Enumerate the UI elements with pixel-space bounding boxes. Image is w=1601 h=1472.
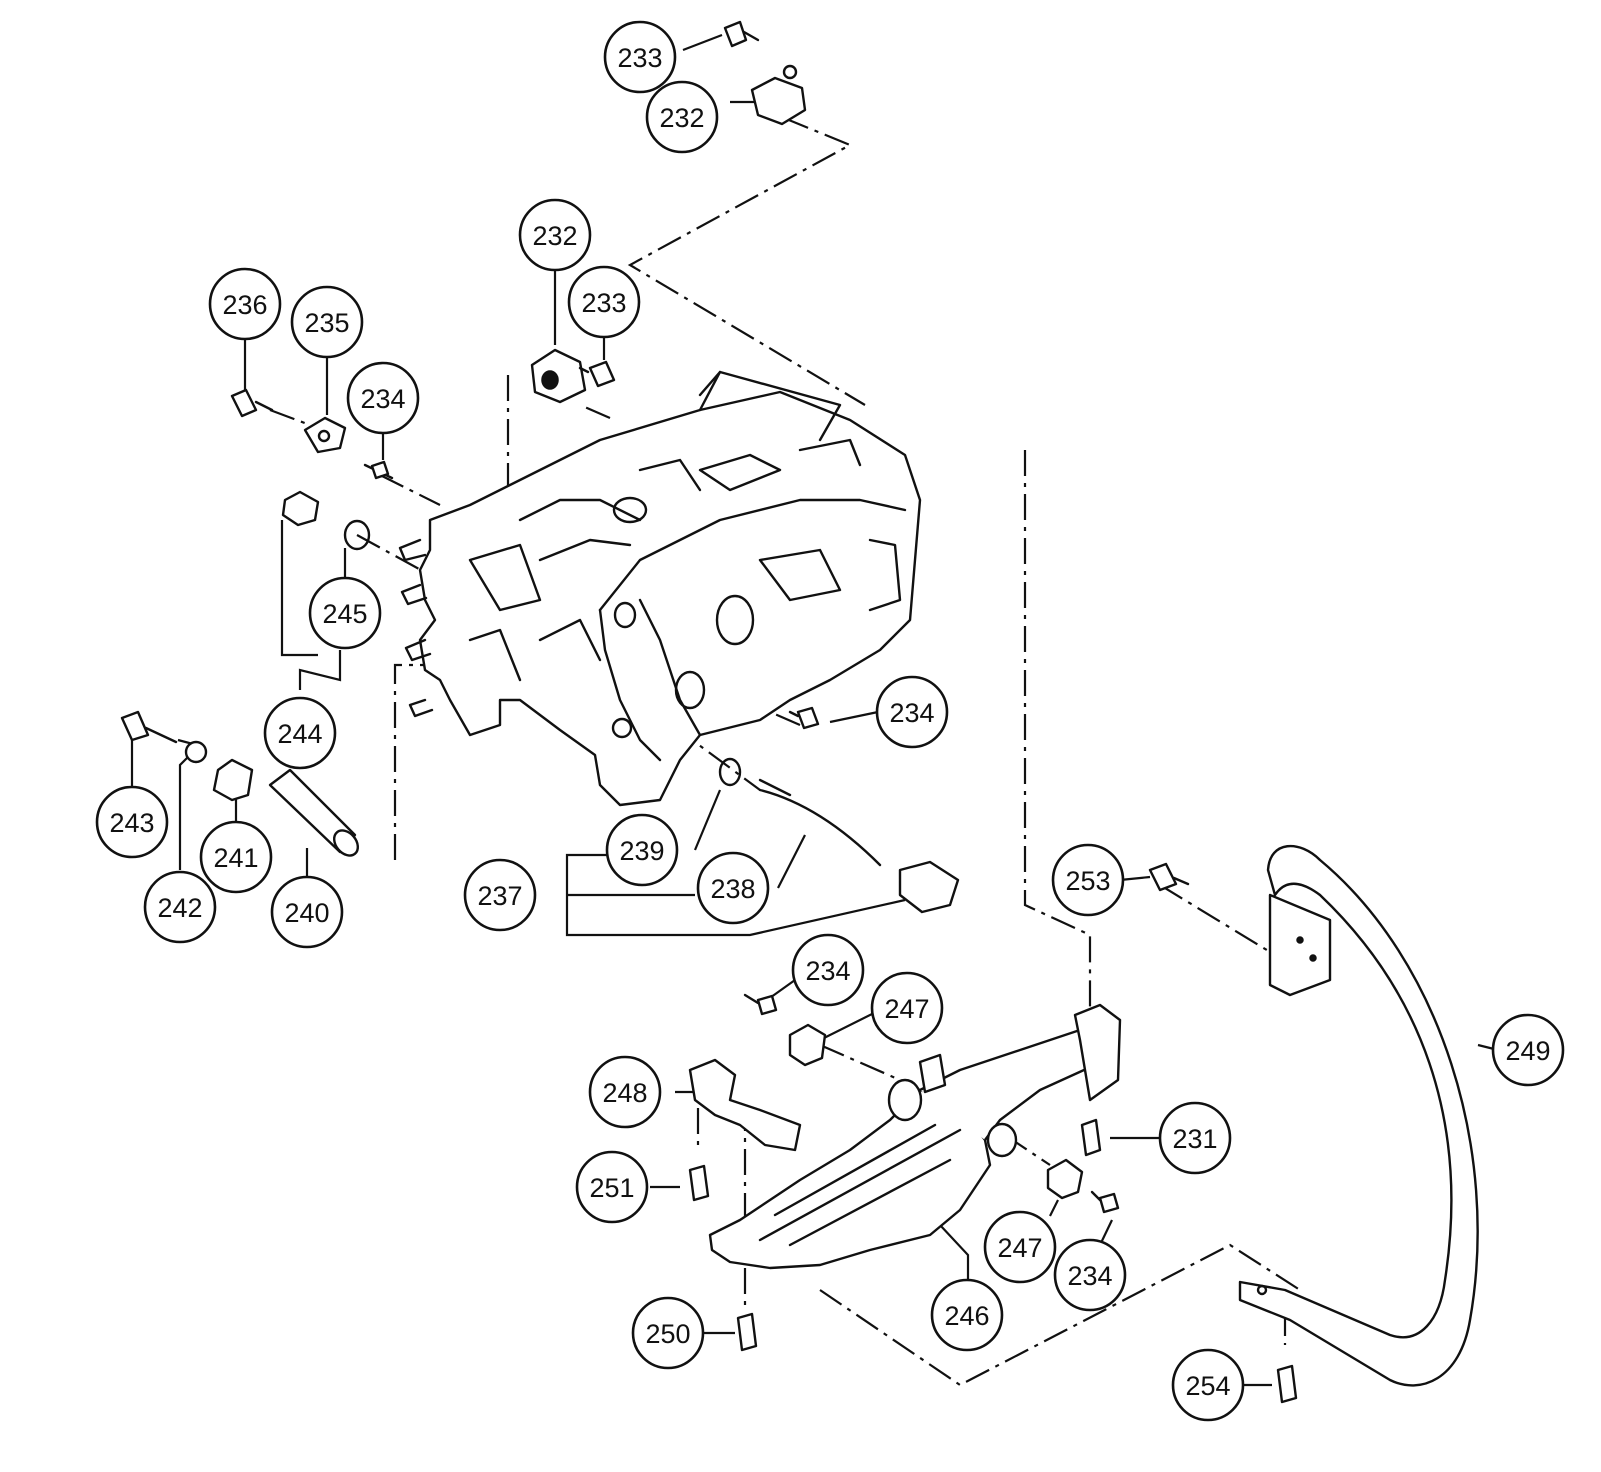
callout-245: 245 [308, 576, 382, 650]
callout-249: 249 [1491, 1013, 1565, 1087]
callout-number: 247 [884, 994, 929, 1024]
callout-circle [575, 1150, 649, 1224]
callout-243: 243 [95, 785, 169, 859]
callout-237: 237 [463, 858, 537, 932]
callout-number: 248 [602, 1078, 647, 1108]
callout-labels: 233 232 232 233 236 235 234 245 244 234 243 241 242 2… [95, 20, 1565, 1422]
callout-number: 235 [304, 308, 349, 338]
callout-circle [567, 265, 641, 339]
callout-number: 232 [659, 103, 704, 133]
callout-circle [1491, 1013, 1565, 1087]
callout-circle [875, 675, 949, 749]
callout-244: 244 [263, 696, 337, 770]
callout-246: 246 [930, 1278, 1004, 1352]
callout-circle [696, 851, 770, 925]
callout-circle [605, 813, 679, 887]
callout-233: 233 [603, 20, 677, 94]
callout-235: 235 [290, 285, 364, 359]
callout-circle [95, 785, 169, 859]
callout-number: 231 [1172, 1124, 1217, 1154]
callout-241: 241 [199, 820, 273, 894]
hardware-parts [120, 20, 1479, 1404]
callout-number: 236 [222, 290, 267, 320]
callout-number: 238 [710, 874, 755, 904]
callout-number: 247 [997, 1233, 1042, 1263]
callout-242: 242 [143, 870, 217, 944]
callout-247: 247 [983, 1210, 1057, 1284]
callout-circle [1158, 1101, 1232, 1175]
callout-circle [208, 267, 282, 341]
callout-number: 241 [213, 843, 258, 873]
callout-253: 253 [1051, 843, 1125, 917]
callout-240: 240 [270, 875, 344, 949]
callout-circle [983, 1210, 1057, 1284]
callout-250: 250 [631, 1296, 705, 1370]
callout-number: 234 [360, 384, 405, 414]
callout-238: 238 [696, 851, 770, 925]
callout-circle [631, 1296, 705, 1370]
callout-251: 251 [575, 1150, 649, 1224]
callout-circle [346, 361, 420, 435]
callout-number: 246 [944, 1301, 989, 1331]
callout-circle [263, 696, 337, 770]
callout-234: 234 [875, 675, 949, 749]
callout-circle [1051, 843, 1125, 917]
callout-247: 247 [870, 971, 944, 1045]
callout-circle [290, 285, 364, 359]
callout-239: 239 [605, 813, 679, 887]
callout-number: 233 [581, 288, 626, 318]
callout-number: 251 [589, 1173, 634, 1203]
callout-number: 240 [284, 898, 329, 928]
callout-number: 232 [532, 221, 577, 251]
callout-number: 249 [1505, 1036, 1550, 1066]
callout-number: 243 [109, 808, 154, 838]
callout-number: 244 [277, 719, 322, 749]
callout-234: 234 [346, 361, 420, 435]
callout-circle [1053, 1238, 1127, 1312]
callout-number: 245 [322, 599, 367, 629]
callout-236: 236 [208, 267, 282, 341]
callout-circle [1171, 1348, 1245, 1422]
callout-231: 231 [1158, 1101, 1232, 1175]
callout-number: 237 [477, 881, 522, 911]
callout-circle [308, 576, 382, 650]
callout-number: 250 [645, 1319, 690, 1349]
callout-232: 232 [645, 80, 719, 154]
crankcase-housing [398, 370, 922, 807]
callout-circle [791, 933, 865, 1007]
callout-circle [603, 20, 677, 94]
callout-number: 234 [805, 956, 850, 986]
callout-number: 242 [157, 893, 202, 923]
callout-234: 234 [1053, 1238, 1127, 1312]
callout-number: 253 [1065, 866, 1110, 896]
callout-circle [588, 1055, 662, 1129]
callout-233: 233 [567, 265, 641, 339]
callout-number: 234 [1067, 1261, 1112, 1291]
callout-circle [143, 870, 217, 944]
callout-number: 254 [1185, 1371, 1230, 1401]
callout-circle [645, 80, 719, 154]
callout-circle [518, 198, 592, 272]
callout-232: 232 [518, 198, 592, 272]
callout-number: 239 [619, 836, 664, 866]
callout-circle [270, 875, 344, 949]
callout-circle [463, 858, 537, 932]
callout-234: 234 [791, 933, 865, 1007]
callout-number: 234 [889, 698, 934, 728]
callout-circle [199, 820, 273, 894]
callout-circle [930, 1278, 1004, 1352]
callout-number: 233 [617, 43, 662, 73]
callout-circle [870, 971, 944, 1045]
callout-248: 248 [588, 1055, 662, 1129]
callout-254: 254 [1171, 1348, 1245, 1422]
